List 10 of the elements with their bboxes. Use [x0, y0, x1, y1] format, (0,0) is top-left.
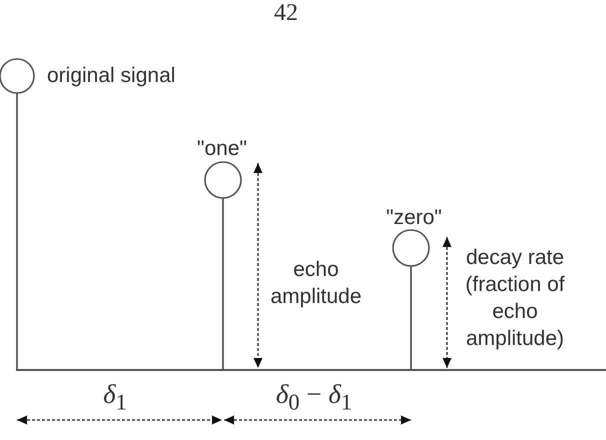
signal-label: original signal — [47, 64, 176, 88]
delay-label: δ$_{0}$ − δ$_{1}$ — [276, 378, 352, 416]
bit-label: "one" — [197, 136, 247, 162]
stem-head-circle — [392, 229, 430, 267]
stem-head-circle — [204, 161, 242, 199]
page-number: 42 — [274, 0, 298, 28]
delay-label: δ$_{1}$ — [103, 378, 127, 416]
bit-label: "zero" — [386, 206, 442, 230]
measure-label: decay rate (fraction of echo amplitude) — [464, 245, 566, 352]
measure-label: echo amplitude — [269, 257, 363, 310]
